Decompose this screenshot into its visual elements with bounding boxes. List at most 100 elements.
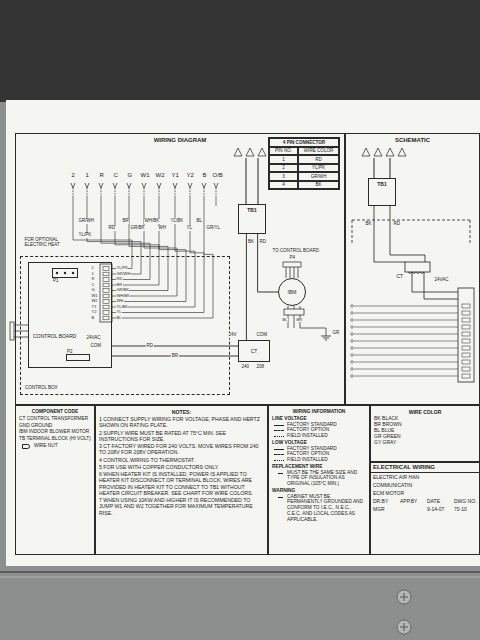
field-wire [204, 188, 205, 196]
schematic-wire [354, 306, 458, 307]
terminal-symbol [113, 183, 117, 188]
terminal-symbol [173, 183, 177, 188]
motor-plug [283, 262, 301, 267]
field-wire [159, 188, 160, 196]
connector-p1: P1 [52, 268, 78, 278]
terminal-label: 1 [85, 172, 89, 179]
signal-name: 24VAC [434, 278, 449, 283]
terminal-label: Y1 [171, 172, 179, 179]
title-block: ELECTRICAL WIRINGELECTRIC AIR HANCOMMUNI… [370, 462, 480, 555]
terminal-label: Y1 [91, 305, 97, 309]
schematic-wire [354, 327, 458, 328]
schematic-terminal [462, 367, 470, 371]
terminal-label: W1 [91, 294, 98, 298]
wire-color: BK [365, 222, 372, 227]
terminal-label: Y2 [91, 310, 97, 314]
node-text: WIRE COLOR [298, 147, 339, 156]
wire-color: YL/PK [78, 233, 92, 238]
node-text: FACTORY OPTION [272, 427, 366, 433]
field-wire [129, 188, 130, 196]
terminal-label: B [91, 316, 95, 320]
field-plug [10, 322, 14, 340]
node-text: FIELD INSTALLED [272, 457, 366, 463]
terminal-label: C [113, 172, 118, 179]
node-text: YL/PK [298, 164, 339, 173]
motor-plug [284, 309, 304, 315]
node-text: 3 CT FACTORY WIRED FOR 240 VOLTS. MOVE W… [99, 443, 264, 455]
wire-color: BL [116, 316, 122, 320]
wire-color: YL/PK [116, 266, 128, 270]
node-text: 4 CONTROL WIRING TO THERMOSTAT. [99, 457, 264, 463]
motor-plug [286, 267, 298, 278]
node-heading: CT [251, 348, 258, 354]
node-heading: P2 [67, 349, 73, 354]
terminal-label: C [91, 283, 95, 287]
node-text: APP.BY [398, 497, 425, 505]
schematic-terminal [462, 353, 470, 357]
board-terminal [103, 294, 109, 298]
terminal-symbol [157, 183, 161, 188]
node-text: GND GROUND [19, 423, 91, 429]
wire-color: YL/BK [170, 219, 184, 224]
node-text: CT CONTROL TRANSFORMER [19, 416, 91, 422]
schematic-terminal [462, 360, 470, 364]
low-voltage-wire [216, 196, 217, 206]
wire-color: GR [332, 331, 340, 336]
ground-symbol [321, 336, 331, 340]
panel-seam [0, 577, 480, 578]
low-voltage-wire [112, 196, 204, 313]
wire-color: GR/BK [130, 226, 145, 231]
node-text: RD [298, 155, 339, 164]
connector-name: P4 [289, 256, 296, 261]
schematic-terminal [351, 319, 354, 322]
wire-color: YL [116, 310, 122, 314]
schematic-terminal [351, 354, 354, 357]
node-heading: SCHEMATIC [349, 137, 476, 144]
node-heading: ELECTRICAL WIRING [371, 463, 479, 473]
node-text: FACTORY STANDARD [272, 446, 366, 452]
node-text: CABINET MUST BE PERMANENTLY GROUNDED AND… [272, 494, 366, 523]
notes-box: NOTES:1 CONNECT SUPPLY WIRING FOR VOLTAG… [95, 405, 268, 555]
wiring-info: WIRING INFORMATIONLINE VOLTAGEFACTORY ST… [268, 405, 370, 555]
p1-pins [56, 272, 58, 274]
node-heading: WIRING INFORMATION [272, 409, 366, 415]
supply-wire [246, 158, 258, 204]
schematic-wire [354, 320, 458, 321]
power-triangles [234, 148, 266, 156]
schematic-wire [354, 376, 458, 377]
wire-color: YL [186, 226, 193, 231]
wire-color: YL/BK [116, 305, 128, 309]
board-terminal [103, 300, 109, 304]
node-text: BK BLACK [374, 415, 476, 421]
node-heading: 4 PIN CONNECTOR [269, 138, 339, 147]
wire-color: WH/BK [144, 219, 160, 224]
terminal-symbol [85, 183, 89, 188]
field-plug [14, 325, 28, 337]
p1-pins [72, 272, 74, 274]
terminal-label: G [127, 172, 133, 179]
wire-color: RD [116, 277, 123, 281]
power-triangles [362, 148, 406, 156]
schematic-terminal [462, 332, 470, 336]
schematic-wire [354, 348, 458, 349]
node-text: BK [298, 181, 339, 190]
field-wire [87, 188, 88, 196]
terminal-block: TB1 [368, 178, 396, 206]
node-text: IBM INDOOR BLOWER MOTOR [19, 429, 91, 435]
node-text: DWG NO. [452, 497, 479, 505]
node-text: MUST BE THE SAME SIZE AND TYPE OF INSULA… [272, 470, 366, 487]
low-voltage-wire [112, 196, 168, 291]
low-voltage-wire [112, 196, 177, 296]
ground-symbol [321, 336, 331, 340]
field-wire [101, 188, 102, 196]
wire-label: BR [171, 354, 179, 359]
node-text: FACTORY OPTION [272, 451, 366, 457]
node-heading: CONTROL BOX [25, 385, 229, 390]
tap-label: 240 [241, 365, 250, 370]
schematic-wiring [412, 272, 458, 299]
terminal-label: R [99, 172, 104, 179]
motor-plug [288, 315, 326, 336]
board-terminal-strip [100, 264, 112, 322]
